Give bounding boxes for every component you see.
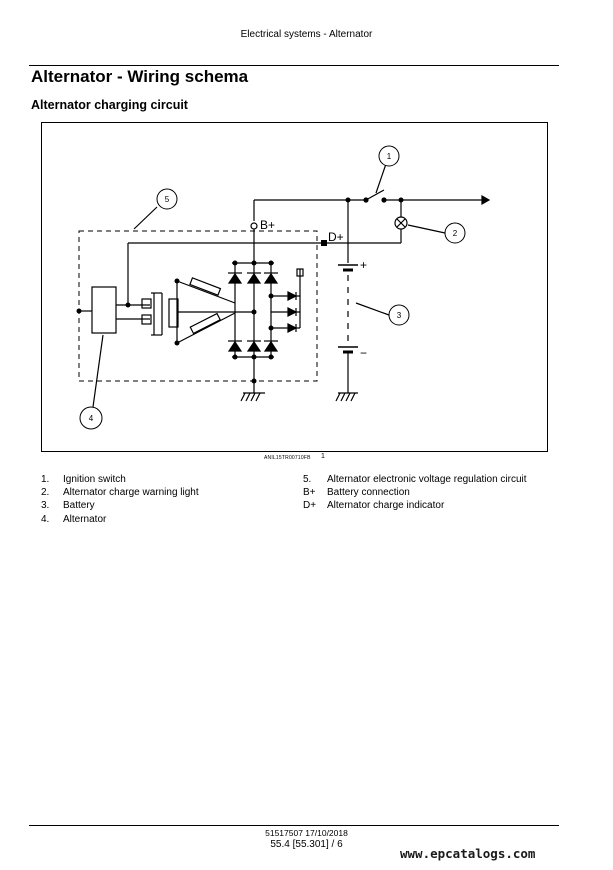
callout-3 xyxy=(388,304,410,326)
legend-text: Alternator charge warning light xyxy=(63,487,199,498)
wiring-diagram-figure: 1 2 3 4 5 B+ D+ + − xyxy=(41,122,548,452)
callout-5 xyxy=(156,188,178,210)
callout-4-label: 4 xyxy=(89,414,94,423)
legend-key: B+ xyxy=(303,487,316,498)
legend-key: 1. xyxy=(41,474,50,485)
output-arrow xyxy=(481,194,491,206)
alternator-block xyxy=(91,286,117,334)
watermark: www.epcatalogs.com xyxy=(400,846,536,861)
stator-winding-2 xyxy=(189,312,221,335)
callout-2 xyxy=(444,222,466,244)
b-plus-label: B+ xyxy=(260,218,275,232)
legend-text: Battery connection xyxy=(327,487,410,498)
callout-4 xyxy=(79,406,103,430)
callout-1-label: 1 xyxy=(387,152,392,161)
callout-1 xyxy=(378,145,400,167)
page-title: Alternator - Wiring schema xyxy=(31,67,249,86)
header-rule xyxy=(29,65,559,66)
footer-doc-ref: 51517507 17/10/2018 xyxy=(265,828,348,838)
running-header: Electrical systems - Alternator xyxy=(240,29,373,40)
footer-rule xyxy=(29,825,559,826)
stator-winding-1 xyxy=(189,277,222,296)
legend-key: D+ xyxy=(303,500,317,511)
legend-text: Alternator electronic voltage regulation… xyxy=(327,474,527,485)
legend-key: 4. xyxy=(41,514,50,525)
legend-key: 2. xyxy=(41,487,50,498)
section-subtitle: Alternator charging circuit xyxy=(31,98,188,112)
legend-text: Ignition switch xyxy=(63,474,126,485)
b-plus-terminal xyxy=(250,222,258,230)
d-plus-terminal xyxy=(321,240,327,246)
legend-key: 3. xyxy=(41,500,50,511)
battery-plus-label: + xyxy=(360,258,367,272)
rotor-brush-1 xyxy=(141,298,152,309)
battery-minus-label: − xyxy=(360,346,367,360)
legend-text: Alternator xyxy=(63,514,107,525)
diode-upper-3 xyxy=(263,272,279,284)
rotor-winding xyxy=(168,298,179,328)
footer-page-ref: 55.4 [55.301] / 6 xyxy=(270,839,343,850)
legend-key: 5. xyxy=(303,474,312,485)
callout-2-label: 2 xyxy=(453,229,458,238)
callout-5-label: 5 xyxy=(165,195,170,204)
callout-3-label: 3 xyxy=(397,311,402,320)
d-plus-label: D+ xyxy=(328,230,344,244)
diode-lower-3 xyxy=(263,340,279,352)
wiring-diagram: 1 2 3 4 5 B+ D+ + − xyxy=(76,145,491,430)
rotor-brush-2 xyxy=(141,314,152,325)
legend-text: Battery xyxy=(63,500,95,511)
figure-id: ANIL15TR00710FB xyxy=(264,455,311,461)
legend-text: Alternator charge indicator xyxy=(327,500,445,511)
regulator-box xyxy=(78,230,318,382)
ignition-switch-lever xyxy=(365,189,385,201)
diode-upper-1 xyxy=(227,272,243,284)
figure-number: 1 xyxy=(321,453,325,460)
diode-lower-1 xyxy=(227,340,243,352)
diode-upper-2 xyxy=(246,272,262,284)
diode-lower-2 xyxy=(246,340,262,352)
